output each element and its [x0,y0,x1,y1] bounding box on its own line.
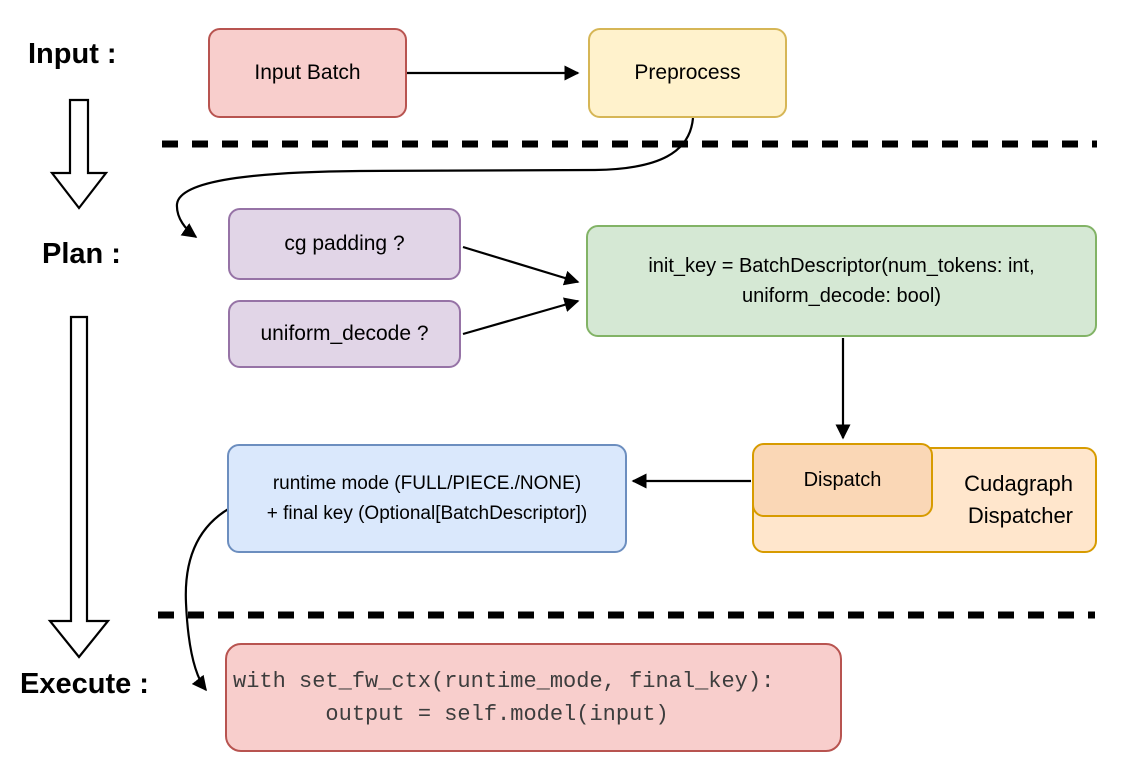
arrow-cgpadding-to-initkey [462,245,580,286]
node-uniform-decode-label: uniform_decode ? [260,321,429,345]
node-cudagraph-dispatcher-line2: Dispatcher [967,503,1073,528]
node-init-key-line1: init_key = BatchDescriptor(num_tokens: i… [648,255,1035,277]
hollow-arrow-input-to-plan [49,98,109,210]
execute-code-line1: with set_fw_ctx(runtime_mode, final_key)… [233,668,775,694]
stage-label-input: Input : [28,38,117,70]
execute-code-line2: output = self.model(input) [233,701,669,727]
stage-label-execute: Execute : [20,668,149,700]
node-preprocess: Preprocess [588,28,787,118]
node-cg-padding-label: cg padding ? [284,231,405,255]
node-runtime-mode-line1: runtime mode (FULL/PIECE./NONE) [272,472,582,494]
node-init-key-line2: uniform_decode: bool) [741,285,941,307]
node-runtime-mode: runtime mode (FULL/PIECE./NONE) + final … [227,444,627,553]
node-dispatch: Dispatch [752,443,933,517]
node-cg-padding: cg padding ? [228,208,461,280]
node-input-batch-label: Input Batch [254,60,361,84]
node-runtime-mode-line2: + final key (Optional[BatchDescriptor]) [266,502,588,524]
arrow-runtimemode-to-executecode [184,507,231,692]
arrow-uniformdecode-to-initkey [462,297,580,336]
node-dispatch-label: Dispatch [803,468,882,491]
node-cudagraph-dispatcher-line1: Cudagraph [964,471,1073,496]
node-init-key: init_key = BatchDescriptor(num_tokens: i… [586,225,1097,337]
node-preprocess-label: Preprocess [634,60,741,84]
node-uniform-decode: uniform_decode ? [228,300,461,368]
hollow-arrow-plan-to-execute [47,315,111,659]
node-input-batch: Input Batch [208,28,407,118]
node-execute-code: with set_fw_ctx(runtime_mode, final_key)… [225,643,842,752]
stage-label-plan: Plan : [42,238,121,270]
